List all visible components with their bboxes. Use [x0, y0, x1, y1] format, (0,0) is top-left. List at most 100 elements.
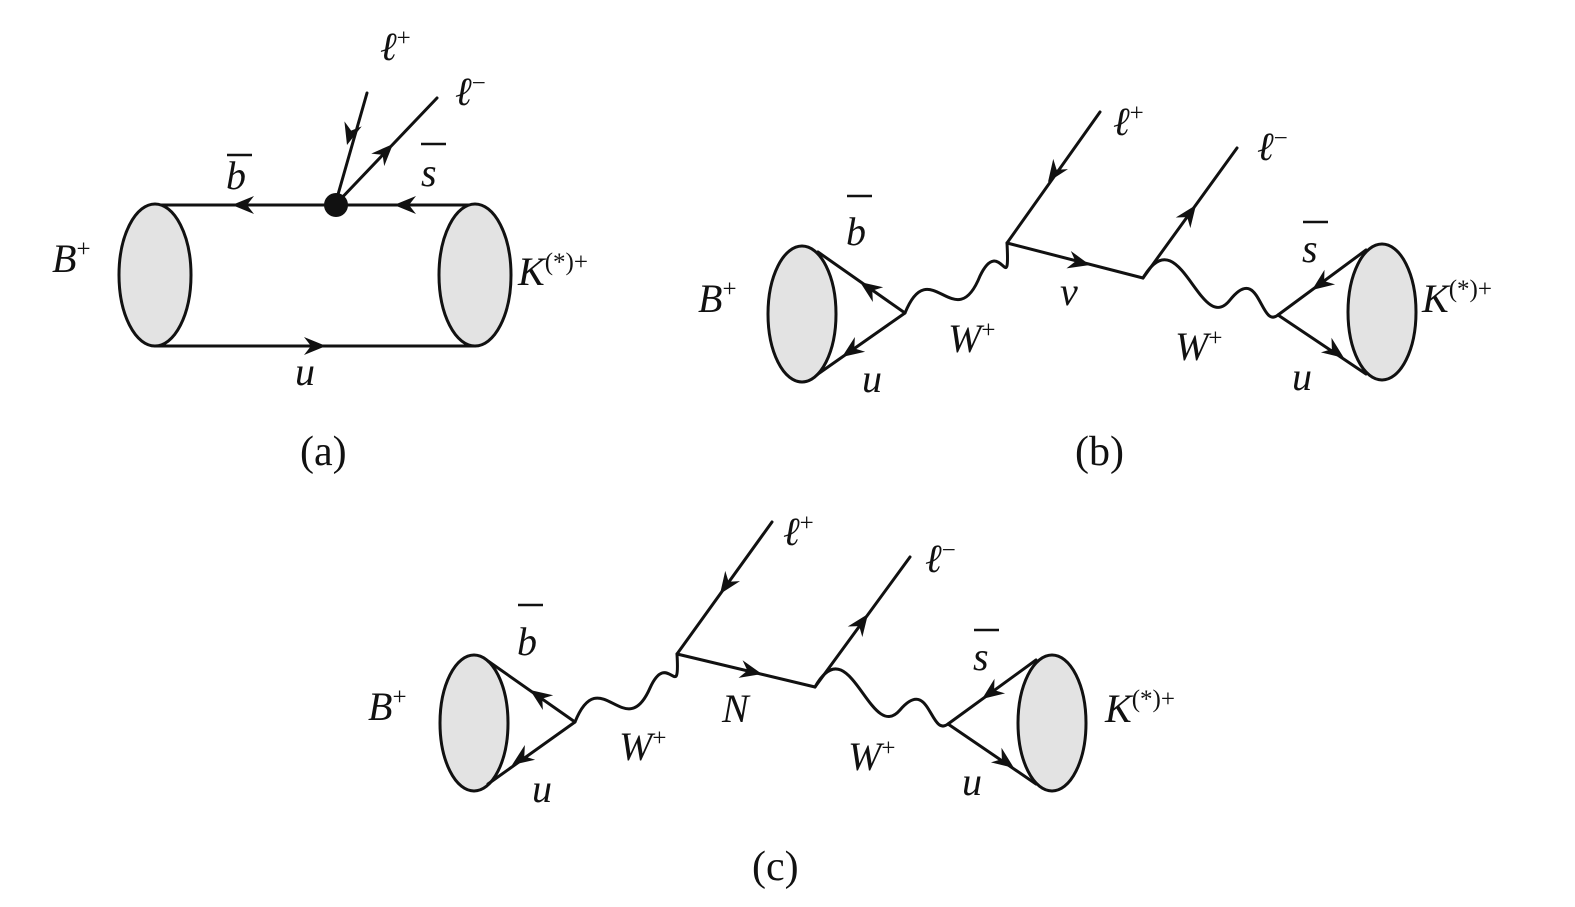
arrow-icon [344, 121, 362, 145]
arrow-icon [990, 747, 1014, 768]
arrow-icon [304, 337, 326, 355]
arrow-icon [1066, 250, 1090, 269]
svg-text:ℓ−: ℓ− [925, 536, 956, 581]
b-meson-blob [117, 202, 193, 348]
arrow-icon [982, 678, 1006, 699]
b-meson-charge: + [392, 684, 406, 711]
k-meson-blob [1016, 653, 1088, 793]
b-meson-label: B [698, 276, 722, 321]
svg-text:W+: W+ [619, 724, 666, 769]
arrow-icon [512, 745, 536, 765]
lepton-minus-charge: − [942, 537, 956, 564]
lepton-plus-charge: + [397, 25, 411, 52]
k-meson-label: K [517, 249, 547, 294]
b-bar-label: b [846, 209, 866, 254]
svg-text:ℓ+: ℓ+ [783, 509, 814, 554]
neutrino-label: ν [1060, 269, 1078, 314]
k-meson-superscript: (*)+ [545, 249, 588, 276]
lepton-plus-line [333, 91, 369, 207]
b-meson-label: B [52, 236, 76, 281]
w-boson-label: W [619, 724, 656, 769]
svg-text:W+: W+ [1175, 324, 1222, 369]
arrow-icon [530, 690, 554, 710]
lepton-minus-charge: − [1274, 125, 1288, 152]
w-boson-line-1 [903, 241, 1009, 315]
panel-b: B+ K(*)+ b u W+ ν W+ s u ℓ+ ℓ− (b) [698, 99, 1492, 475]
k-meson-superscript: (*)+ [1132, 686, 1175, 713]
arrow-icon [860, 282, 884, 302]
panel-b-caption: (b) [1075, 429, 1124, 475]
arrow-icon [1175, 205, 1196, 229]
arrow-icon [1312, 269, 1336, 290]
k-meson-blob [1346, 242, 1418, 382]
heavy-neutrino-line [675, 652, 817, 689]
arrow-icon [371, 144, 393, 167]
b-bar-label: b [517, 619, 537, 664]
lepton-plus-charge: + [800, 510, 814, 537]
svg-text:B+: B+ [52, 236, 91, 281]
svg-text:K(*)+: K(*)+ [1104, 686, 1175, 731]
panel-a-caption: (a) [300, 429, 347, 475]
w-boson-charge: + [881, 735, 895, 762]
w-boson-charge: + [981, 317, 995, 344]
arrow-icon [232, 196, 254, 214]
s-bar-label: s [421, 150, 437, 195]
lepton-plus-label: ℓ [380, 24, 397, 69]
panel-c-caption: (c) [752, 844, 799, 890]
s-bar-label: s [973, 634, 989, 679]
svg-text:B+: B+ [698, 276, 737, 321]
panel-a: B+ K(*)+ b s u ℓ+ ℓ− (a) [52, 24, 588, 475]
arrow-icon [720, 570, 740, 594]
svg-text:K(*)+: K(*)+ [517, 249, 588, 294]
arrow-icon [847, 614, 868, 638]
arrow-icon [1048, 158, 1068, 182]
effective-vertex-dot [324, 193, 348, 217]
w-boson-label: W [1175, 324, 1212, 369]
svg-text:ℓ−: ℓ− [455, 69, 486, 114]
b-bar-label: b [226, 153, 246, 198]
svg-text:W+: W+ [848, 734, 895, 779]
k-meson-label: K [1104, 686, 1134, 731]
lepton-minus-label: ℓ [1257, 124, 1274, 169]
lepton-plus-label: ℓ [783, 509, 800, 554]
b-meson-blob [766, 244, 838, 384]
s-bar-label: s [1302, 226, 1318, 271]
svg-text:ℓ+: ℓ+ [380, 24, 411, 69]
u-quark-label: u [295, 349, 315, 394]
svg-text:W+: W+ [948, 316, 995, 361]
arrow-icon [738, 660, 762, 678]
arrow-icon [394, 196, 416, 214]
u-quark-label: u [532, 766, 552, 811]
lepton-minus-label: ℓ [455, 69, 472, 114]
arrow-icon [842, 337, 866, 357]
w-boson-line-2 [813, 667, 950, 728]
heavy-neutrino-label: N [721, 686, 751, 731]
u-quark-label: u [962, 759, 982, 804]
svg-text:K(*)+: K(*)+ [1421, 276, 1492, 321]
k-meson-label: K [1421, 276, 1451, 321]
b-meson-blob [438, 653, 510, 793]
w-boson-label: W [848, 734, 885, 779]
svg-text:B+: B+ [368, 684, 407, 729]
arrow-icon [1320, 337, 1344, 358]
u-quark-label: u [1292, 354, 1312, 399]
w-boson-label: W [948, 316, 985, 361]
u-quark-label: u [862, 356, 882, 401]
panel-c: B+ K(*)+ b u W+ N W+ s u ℓ+ ℓ− (c) [368, 509, 1175, 890]
svg-text:ℓ+: ℓ+ [1113, 99, 1144, 144]
neutrino-line [1005, 241, 1145, 280]
b-meson-label: B [368, 684, 392, 729]
w-boson-line-1 [573, 652, 679, 724]
w-boson-charge: + [652, 725, 666, 752]
lepton-minus-label: ℓ [925, 536, 942, 581]
w-boson-line-2 [1141, 258, 1280, 319]
lepton-plus-charge: + [1130, 100, 1144, 127]
k-meson-superscript: (*)+ [1449, 276, 1492, 303]
w-boson-charge: + [1208, 325, 1222, 352]
svg-text:ℓ−: ℓ− [1257, 124, 1288, 169]
lepton-minus-charge: − [472, 70, 486, 97]
k-meson-blob [437, 202, 513, 348]
lepton-plus-label: ℓ [1113, 99, 1130, 144]
